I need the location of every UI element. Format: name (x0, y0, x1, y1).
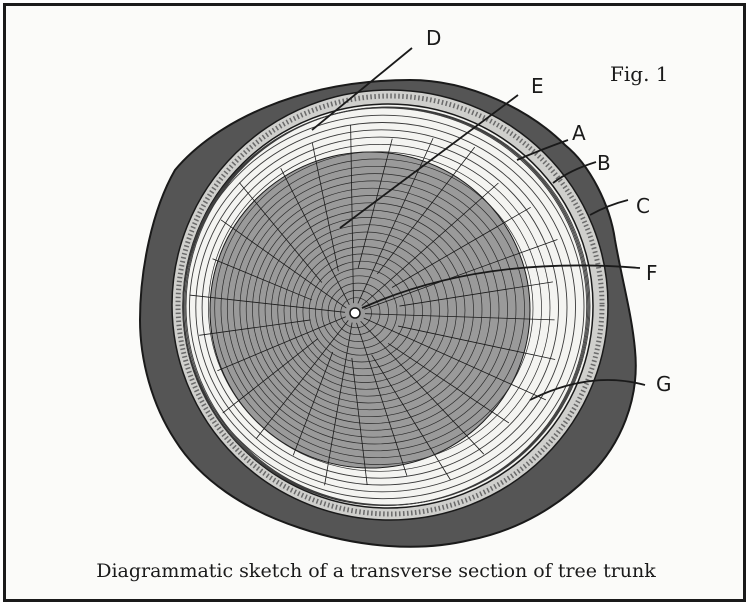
label-e: E (531, 74, 544, 98)
label-a: A (572, 121, 586, 145)
pith (350, 308, 360, 318)
label-g: G (656, 372, 672, 396)
figure-number: Fig. 1 (610, 62, 669, 86)
label-d: D (426, 26, 441, 50)
label-c: C (636, 194, 650, 218)
label-b: B (597, 151, 611, 175)
figure-caption: Diagrammatic sketch of a transverse sect… (0, 560, 752, 582)
label-f: F (646, 261, 658, 285)
